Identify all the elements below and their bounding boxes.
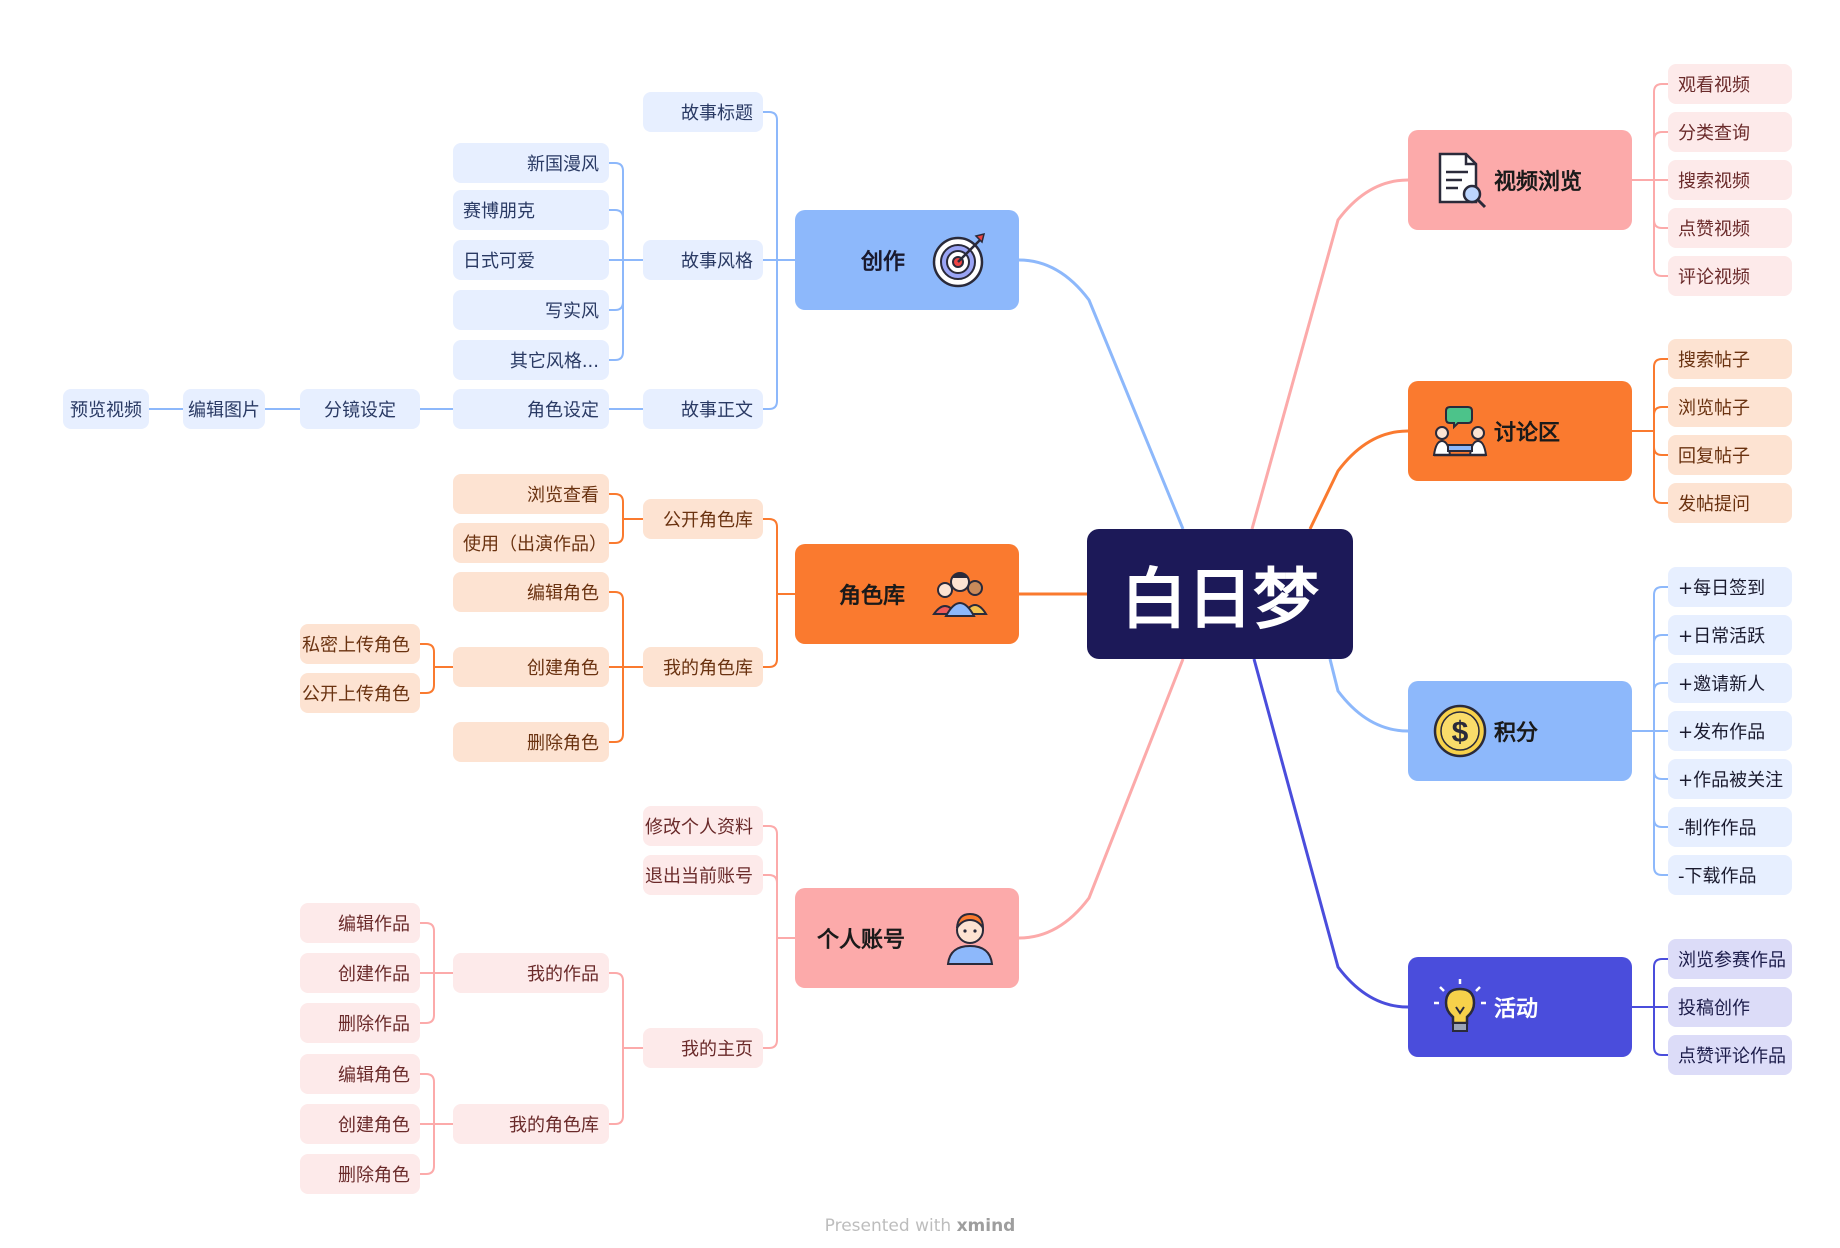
main-topic-label: 讨论区 (1494, 421, 1561, 446)
subtopic-chuangzuo[interactable]: 故事风格 (643, 240, 763, 280)
watermark-prefix: Presented with (824, 1216, 957, 1236)
subtopic-taolun[interactable]: 搜索帖子 (1668, 339, 1792, 379)
subtopic-geren[interactable]: 编辑角色 (300, 1054, 420, 1094)
subtopic-chuangzuo[interactable]: 写实风 (453, 290, 609, 330)
subtopic-chuangzuo[interactable]: 故事标题 (643, 92, 763, 132)
main-topic-chuangzuo[interactable]: 创作 (795, 210, 1019, 310)
subtopic-shipin[interactable]: 评论视频 (1668, 256, 1792, 296)
connector-jifen (1632, 586, 1668, 876)
subtopic-juesek[interactable]: 公开角色库 (643, 499, 763, 539)
subtopic-juesek[interactable]: 我的角色库 (643, 647, 763, 687)
subtopic-huodong[interactable]: 投稿创作 (1668, 987, 1792, 1027)
subtopic-chuangzuo[interactable]: 新国漫风 (453, 143, 609, 183)
subtopic-chuangzuo[interactable]: 编辑图片 (183, 389, 265, 429)
main-topic-label: 创作 (861, 250, 906, 275)
connector-taolun (1632, 358, 1668, 504)
document-search-icon (1438, 152, 1487, 209)
connector-juesek (609, 493, 643, 544)
subtopic-jifen[interactable]: -制作作品 (1668, 807, 1792, 847)
main-connector-huodong (1252, 658, 1409, 1009)
people-group-icon (932, 572, 988, 617)
watermark-brand: xmind (956, 1216, 1016, 1236)
subtopic-chuangzuo[interactable]: 角色设定 (453, 389, 609, 429)
subtopic-taolun[interactable]: 发帖提问 (1668, 483, 1792, 523)
discussion-icon (1432, 406, 1488, 457)
subtopic-geren[interactable]: 创建角色 (300, 1104, 420, 1144)
subtopic-shipin[interactable]: 观看视频 (1668, 64, 1792, 104)
subtopic-geren[interactable]: 创建作品 (300, 953, 420, 993)
subtopic-geren[interactable]: 删除作品 (300, 1003, 420, 1043)
subtopic-shipin[interactable]: 分类查询 (1668, 112, 1792, 152)
subtopic-geren[interactable]: 我的角色库 (453, 1104, 609, 1144)
subtopic-shipin[interactable]: 点赞视频 (1668, 208, 1792, 248)
subtopic-geren[interactable]: 删除角色 (300, 1154, 420, 1194)
main-topic-label: 角色库 (839, 584, 906, 609)
subtopic-geren[interactable]: 我的主页 (643, 1028, 763, 1068)
connector-chuangzuo (609, 162, 643, 361)
subtopic-geren[interactable]: 我的作品 (453, 953, 609, 993)
watermark: Presented with xmind (0, 1216, 1840, 1236)
subtopic-taolun[interactable]: 回复帖子 (1668, 435, 1792, 475)
subtopic-huodong[interactable]: 浏览参赛作品 (1668, 939, 1792, 979)
main-connector-shipin (1250, 178, 1409, 530)
connector-juesek (609, 591, 643, 743)
subtopic-chuangzuo[interactable]: 日式可爱 (453, 240, 609, 280)
subtopic-juesek[interactable]: 编辑角色 (453, 572, 609, 612)
subtopic-chuangzuo[interactable]: 预览视频 (63, 389, 149, 429)
subtopic-geren[interactable]: 修改个人资料 (643, 806, 763, 846)
main-connector-chuangzuo (1018, 258, 1185, 530)
svg-text:$: $ (1452, 716, 1469, 749)
subtopic-chuangzuo[interactable]: 分镜设定 (300, 389, 420, 429)
main-topic-label: 积分 (1494, 721, 1539, 746)
connector-huodong (1632, 958, 1668, 1056)
main-topic-label: 活动 (1494, 997, 1539, 1022)
subtopic-juesek[interactable]: 私密上传角色 (300, 624, 420, 664)
subtopic-jifen[interactable]: +日常活跃 (1668, 615, 1792, 655)
main-connector-jifen (1328, 658, 1409, 733)
target-icon (932, 232, 986, 288)
main-topic-huodong[interactable]: 活动 (1408, 957, 1632, 1057)
main-topic-label: 视频浏览 (1494, 170, 1583, 195)
main-connector-taolun (1308, 429, 1409, 530)
lightbulb-icon (1434, 979, 1486, 1032)
connector-geren (420, 1073, 453, 1175)
connector-juesek (420, 643, 453, 694)
main-connector-geren (1018, 658, 1185, 940)
central-topic[interactable]: 白日梦 (1087, 529, 1353, 659)
subtopic-jifen[interactable]: +邀请新人 (1668, 663, 1792, 703)
subtopic-geren[interactable]: 编辑作品 (300, 903, 420, 943)
subtopic-chuangzuo[interactable]: 赛博朋克 (453, 190, 609, 230)
connector-geren (420, 922, 453, 1024)
main-topic-juesek[interactable]: 角色库 (795, 544, 1019, 644)
connector-geren (609, 972, 643, 1125)
subtopic-jifen[interactable]: +作品被关注 (1668, 759, 1792, 799)
subtopic-jifen[interactable]: +每日签到 (1668, 567, 1792, 607)
subtopic-juesek[interactable]: 使用（出演作品） (453, 523, 609, 563)
subtopic-chuangzuo[interactable]: 其它风格... (453, 340, 609, 380)
subtopic-huodong[interactable]: 点赞评论作品 (1668, 1035, 1792, 1075)
user-avatar-icon (946, 912, 994, 965)
subtopic-jifen[interactable]: -下载作品 (1668, 855, 1792, 895)
connector-shipin (1632, 83, 1668, 277)
subtopic-juesek[interactable]: 浏览查看 (453, 474, 609, 514)
subtopic-juesek[interactable]: 公开上传角色 (300, 673, 420, 713)
subtopic-shipin[interactable]: 搜索视频 (1668, 160, 1792, 200)
connector-chuangzuo (763, 111, 795, 410)
subtopic-taolun[interactable]: 浏览帖子 (1668, 387, 1792, 427)
connector-geren (763, 825, 795, 1049)
connector-juesek (763, 518, 795, 668)
main-topic-geren[interactable]: 个人账号 (795, 888, 1019, 988)
subtopic-juesek[interactable]: 创建角色 (453, 647, 609, 687)
main-topic-label: 个人账号 (817, 928, 906, 953)
subtopic-jifen[interactable]: +发布作品 (1668, 711, 1792, 751)
subtopic-chuangzuo[interactable]: 故事正文 (643, 389, 763, 429)
subtopic-juesek[interactable]: 删除角色 (453, 722, 609, 762)
coin-dollar-icon: $ (1433, 704, 1487, 758)
subtopic-geren[interactable]: 退出当前账号 (643, 855, 763, 895)
